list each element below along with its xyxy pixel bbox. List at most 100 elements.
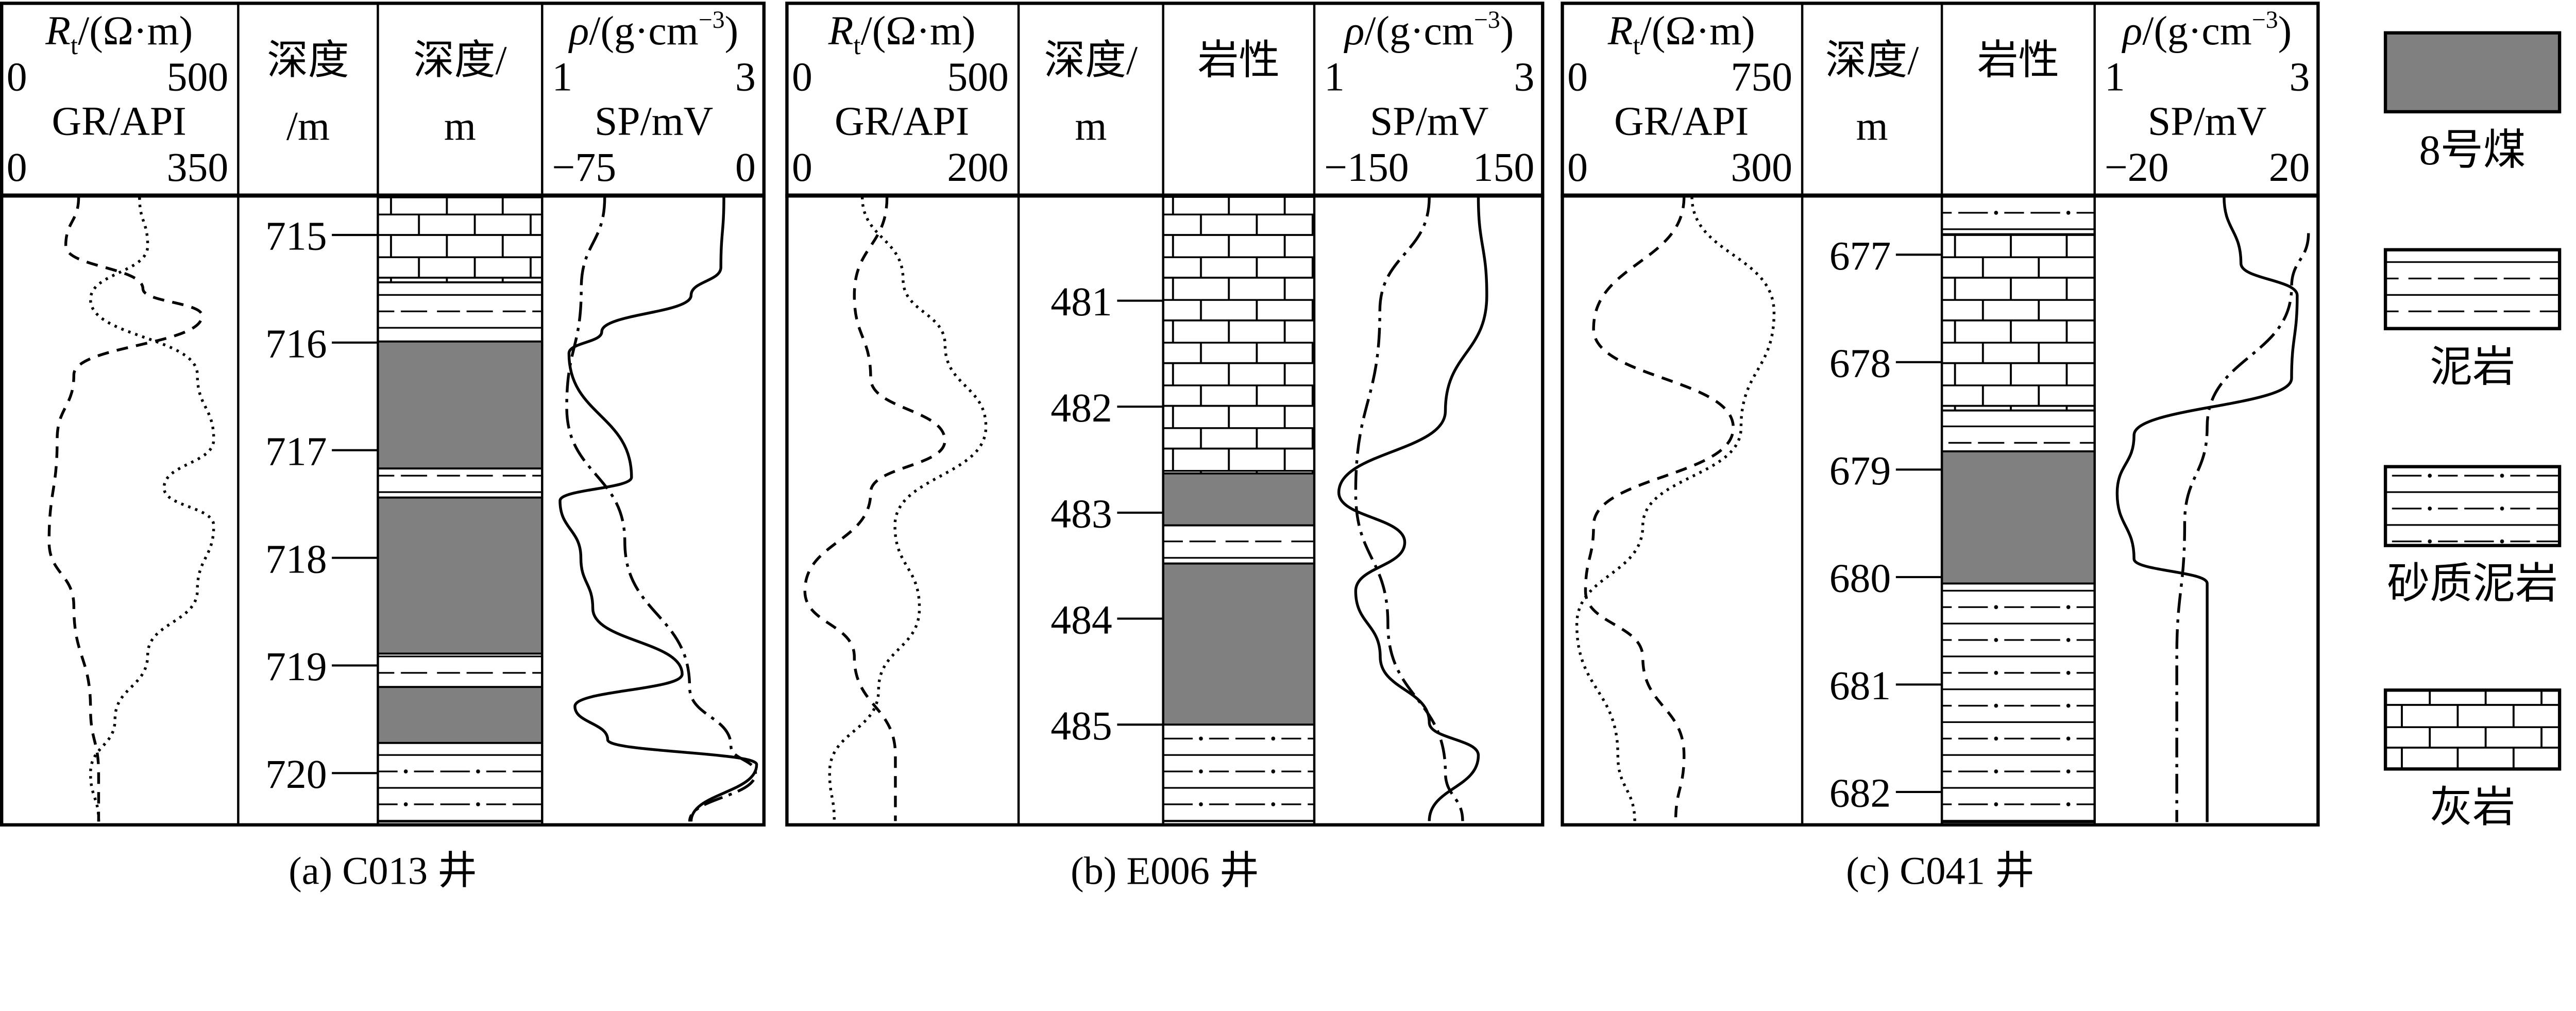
rho-axis-label: ρ/(g·cm−3) [1343, 6, 1514, 54]
panel-frame [0, 2, 766, 827]
rho-close: ) [1500, 8, 1514, 54]
rho-min: 1 [1324, 54, 1345, 99]
depth-tick-label: 485 [1050, 703, 1112, 749]
legend-label: 砂质泥岩 [2387, 560, 2558, 608]
rt-subscript: t [71, 31, 78, 60]
rho-superscript: −3 [1474, 6, 1500, 33]
lithology-header: 岩性 [1198, 38, 1280, 83]
rt-max: 500 [167, 54, 229, 99]
curve-rt [47, 197, 204, 822]
gr-min: 0 [1567, 145, 1588, 190]
legend-item-mudstone: 泥岩 [2383, 248, 2562, 391]
rho-min: 1 [552, 54, 572, 99]
depth-tick-label: 715 [265, 214, 327, 259]
depth-tick-label: 717 [265, 429, 327, 474]
depth-tick-label: 682 [1829, 771, 1891, 816]
curve-sp [1337, 197, 1488, 821]
layer-limestone [377, 197, 544, 283]
rt-subscript: t [1633, 31, 1640, 60]
rt-axis-label: Rt/(Ω·m) [45, 8, 193, 60]
rho-axis-label: ρ/(g·cm−3) [2121, 6, 2292, 54]
depth-tick-label: 483 [1050, 492, 1112, 537]
depth-header-unit: m [1075, 104, 1107, 149]
sp-min: −150 [1324, 145, 1409, 190]
depth-tick-label: 484 [1050, 597, 1112, 643]
depth-header: 深度 [267, 38, 349, 83]
gr-axis-label: GR/API [1614, 98, 1749, 144]
curve-sp [558, 197, 758, 822]
curve-sp [2115, 197, 2299, 822]
rho-min: 1 [2105, 54, 2125, 99]
depth-tick-label: 720 [265, 752, 327, 797]
rt-subscript: t [853, 31, 860, 60]
rt-unit: /(Ω·m) [1640, 8, 1755, 54]
depth-header-unit: m [1856, 104, 1888, 149]
panel-frame [785, 2, 1545, 827]
rho-max: 3 [735, 54, 756, 99]
layer-coal [1162, 472, 1315, 527]
rho-symbol: ρ [2121, 8, 2142, 54]
rho-close: ) [725, 8, 739, 54]
gr-max: 350 [167, 145, 229, 190]
layer-coal [1162, 562, 1315, 726]
gr-axis-label: GR/API [835, 98, 969, 144]
rho-close: ) [2278, 8, 2292, 54]
rho-unit: /(g·cm [2142, 8, 2251, 54]
rho-symbol: ρ [1343, 8, 1364, 54]
curve-rho [1354, 197, 1464, 821]
depth-tick-label: 716 [265, 322, 327, 367]
legend-label: 8号煤 [2419, 126, 2526, 174]
curve-gr [828, 197, 988, 821]
legend-swatch [2383, 688, 2562, 771]
sp-axis-label: SP/mV [1370, 98, 1488, 144]
layer-coal [377, 340, 544, 470]
sp-max: 0 [735, 145, 756, 190]
rho-max: 3 [1514, 54, 1534, 99]
legend-label: 灰岩 [2430, 783, 2515, 831]
depth-tick-label: 719 [265, 644, 327, 689]
layer-coal [377, 686, 544, 744]
legend-label: 泥岩 [2430, 343, 2515, 391]
rho-unit: /(g·cm [589, 8, 698, 54]
layer-mudstone [377, 652, 544, 688]
depth-tick-label: 679 [1829, 448, 1891, 494]
depth-header: 深度/ [1825, 38, 1919, 83]
rt-axis-label: Rt/(Ω·m) [1607, 8, 1755, 60]
sp-max: 150 [1473, 145, 1535, 190]
legend-swatch [2383, 248, 2562, 330]
rho-axis-label: ρ/(g·cm−3) [568, 6, 738, 54]
rt-min: 0 [1567, 54, 1588, 99]
depth-tick-label: 481 [1050, 279, 1112, 325]
gr-min: 0 [7, 145, 27, 190]
layer-mudstone [1162, 524, 1315, 565]
rho-symbol: ρ [568, 8, 589, 54]
rt-min: 0 [7, 54, 27, 99]
legend-swatch [2383, 465, 2562, 547]
gr-axis-label: GR/API [52, 98, 187, 144]
rt-symbol: R [1607, 8, 1633, 54]
curve-rho [565, 197, 757, 822]
depth-tick-label: 482 [1050, 385, 1112, 431]
lithology-header-unit: m [444, 104, 476, 149]
panel-frame [1561, 2, 2320, 827]
layer-mudstone [377, 467, 544, 499]
curve-rt [803, 197, 946, 821]
rho-unit: /(g·cm [1364, 8, 1473, 54]
sp-min: −75 [552, 145, 616, 190]
curve-rt [1584, 197, 1735, 822]
layer-limestone [1941, 233, 2096, 412]
lithology-header: 深度/ [413, 38, 507, 83]
depth-tick-label: 681 [1829, 663, 1891, 709]
sp-axis-label: SP/mV [2148, 98, 2266, 144]
depth-tick-label: 678 [1829, 341, 1891, 386]
rt-axis-label: Rt/(Ω·m) [828, 8, 976, 60]
rho-superscript: −3 [2252, 6, 2278, 33]
layer-coal [1941, 450, 2096, 585]
rt-symbol: R [828, 8, 854, 54]
gr-max: 200 [947, 145, 1009, 190]
legend-item-coal: 8号煤 [2383, 31, 2562, 174]
